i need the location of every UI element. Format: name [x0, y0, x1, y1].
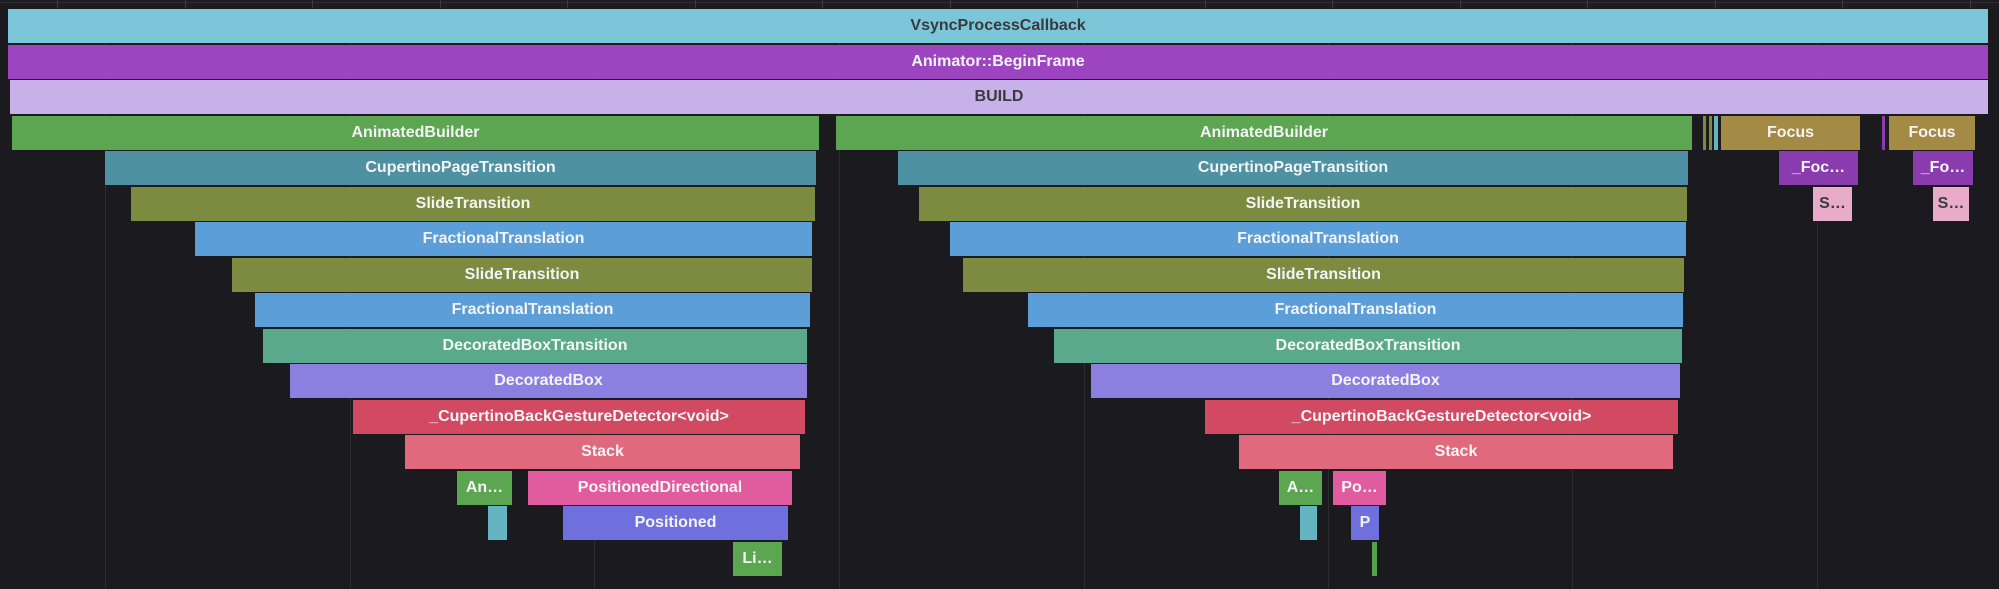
event-decoratedbox-left[interactable]: DecoratedBox [290, 364, 807, 398]
event-positioned-left[interactable]: Positioned [563, 506, 788, 540]
event-animatedbuilder-left[interactable]: AnimatedBuilder [12, 115, 819, 150]
event-fractionaltranslation-2-right[interactable]: FractionalTranslation [1028, 293, 1683, 327]
event-slidetransition-2-right[interactable]: SlideTransition [963, 257, 1684, 292]
event-fractionaltranslation-2-left[interactable]: FractionalTranslation [255, 293, 810, 327]
event-semantics-2[interactable]: S… [1933, 186, 1969, 221]
gridline [105, 8, 106, 589]
event-sliver-olive-2[interactable] [1709, 115, 1712, 150]
event-cupertinopagetransition-left[interactable]: CupertinoPageTransition [105, 151, 816, 185]
ruler-tick [1969, 0, 1971, 8]
ruler-tick [1204, 0, 1206, 8]
timeline-ruler [0, 0, 1999, 8]
ruler-tick [1714, 0, 1716, 8]
event-stack-left[interactable]: Stack [405, 435, 800, 469]
event-vsyncprocesscallback[interactable]: VsyncProcessCallback [8, 9, 1988, 43]
event-semantics-1[interactable]: S… [1813, 186, 1852, 221]
event-sliver-teal-right[interactable] [1300, 506, 1317, 540]
event-animator-beginframe[interactable]: Animator::BeginFrame [8, 44, 1988, 79]
event-decoratedbox-right[interactable]: DecoratedBox [1091, 364, 1680, 398]
ruler-tick [567, 0, 568, 8]
ruler-tick [184, 0, 186, 8]
event-decoratedboxtransition-right[interactable]: DecoratedBoxTransition [1054, 328, 1682, 363]
event-animated-truncated-left[interactable]: An… [457, 470, 512, 505]
ruler-tick [312, 0, 313, 8]
event-positioned-right[interactable]: P [1351, 506, 1379, 540]
event-sliver-green-right[interactable] [1372, 541, 1377, 576]
event-cupertinobackgesturedetector-left[interactable]: _CupertinoBackGestureDetector<void> [353, 399, 805, 434]
ruler-tick [1332, 0, 1333, 8]
event-animated-truncated-right[interactable]: A… [1279, 470, 1322, 505]
event-slidetransition-2-left[interactable]: SlideTransition [232, 257, 812, 292]
gridline [839, 8, 840, 589]
event-decoratedboxtransition-left[interactable]: DecoratedBoxTransition [263, 328, 807, 363]
event-positioneddirectional-right[interactable]: Po… [1333, 470, 1386, 505]
ruler-tick [439, 0, 441, 8]
event-cupertinopagetransition-right[interactable]: CupertinoPageTransition [898, 151, 1688, 185]
event-sliver-olive-1[interactable] [1703, 115, 1706, 150]
event-stack-right[interactable]: Stack [1239, 435, 1673, 469]
ruler-tick [1842, 0, 1843, 8]
event-fractionaltranslation-1-right[interactable]: FractionalTranslation [950, 222, 1686, 256]
event-fractionaltranslation-1-left[interactable]: FractionalTranslation [195, 222, 812, 256]
ruler-tick [1459, 0, 1461, 8]
event-sliver-teal-top[interactable] [1714, 115, 1718, 150]
ruler-tick [1587, 0, 1588, 8]
event-slidetransition-1-left[interactable]: SlideTransition [131, 186, 815, 221]
ruler-tick [949, 0, 951, 8]
event-slidetransition-1-right[interactable]: SlideTransition [919, 186, 1687, 221]
event-animatedbuilder-right[interactable]: AnimatedBuilder [836, 115, 1692, 150]
event-focus-2[interactable]: Focus [1889, 115, 1975, 150]
ruler-tick [822, 0, 823, 8]
event-sliver-teal-left[interactable] [488, 506, 507, 540]
gridline [1817, 8, 1818, 589]
event-build[interactable]: BUILD [10, 80, 1988, 114]
ruler-tick [57, 0, 58, 8]
ruler-tick [694, 0, 696, 8]
event-focus-1[interactable]: Focus [1721, 115, 1860, 150]
event-sliver-purple[interactable] [1882, 115, 1885, 150]
event-positioneddirectional-left[interactable]: PositionedDirectional [528, 470, 792, 505]
event-focusscope-2[interactable]: _Fo… [1913, 151, 1973, 185]
ruler-tick [1077, 0, 1078, 8]
ruler-line [0, 2, 1999, 3]
event-listener-truncated-left[interactable]: Li… [733, 541, 782, 576]
event-focusscope-1[interactable]: _Foc… [1779, 151, 1858, 185]
event-cupertinobackgesturedetector-right[interactable]: _CupertinoBackGestureDetector<void> [1205, 399, 1678, 434]
